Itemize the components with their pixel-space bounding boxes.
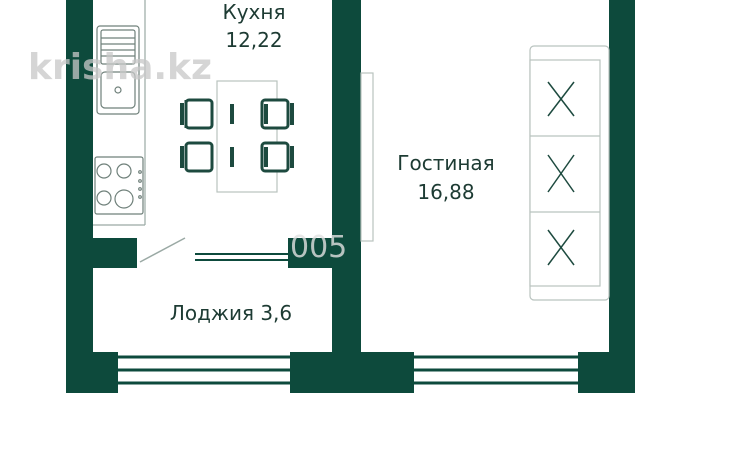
kitchen-counter	[93, 0, 146, 226]
kitchen-partition-left	[93, 238, 137, 268]
dining-table	[216, 80, 278, 193]
dining-chairs	[184, 98, 290, 173]
loggia-label: Лоджия 3,6	[170, 301, 292, 325]
left-outer-wall	[66, 0, 93, 393]
chair-backs	[180, 103, 294, 168]
right-outer-wall	[609, 0, 635, 393]
living-name: Гостиная	[397, 151, 494, 175]
wall-cabinet	[360, 72, 374, 242]
loggia-sliding-door	[195, 253, 288, 261]
door-swing-line	[139, 237, 186, 263]
chair-icon	[184, 141, 214, 173]
stove-icon	[94, 156, 144, 215]
bottom-wall-mid	[290, 352, 414, 393]
sofa-cushion-marks	[547, 81, 575, 266]
bottom-wall-left	[66, 352, 118, 393]
walls	[66, 0, 635, 393]
kitchen-partition-right	[288, 238, 332, 268]
kitchen-area: 12,22	[225, 28, 282, 52]
sink-icon	[96, 25, 140, 115]
watermark-logo: krisha.kz	[28, 47, 212, 88]
sofa-icon	[529, 45, 610, 301]
chair-icon	[184, 98, 214, 130]
chair-icon	[260, 141, 290, 173]
living-area: 16,88	[417, 180, 474, 204]
kitchen-name: Кухня	[223, 0, 286, 24]
bottom-wall-right	[578, 352, 635, 393]
chair-icon	[260, 98, 290, 130]
watermark-number: 005	[290, 230, 347, 265]
loggia-window	[118, 355, 290, 385]
living-window	[414, 355, 578, 385]
kitchen-living-wall	[332, 0, 361, 268]
